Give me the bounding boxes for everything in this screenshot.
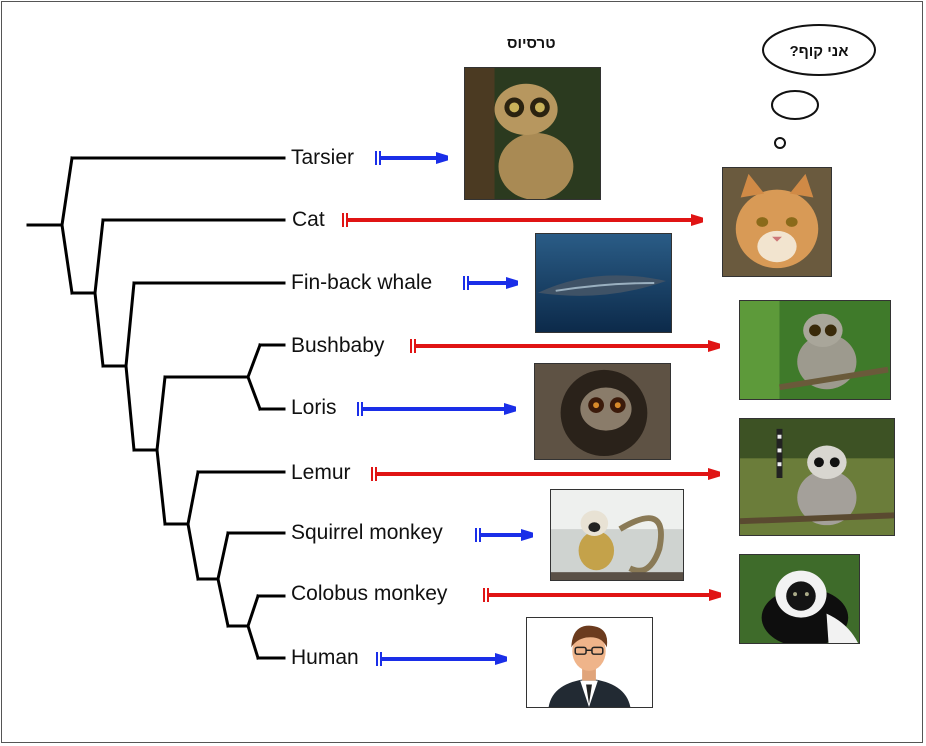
label-loris: Loris bbox=[291, 396, 337, 419]
thought-bubble: אני קוף? bbox=[762, 24, 876, 149]
label-colobus-monkey: Colobus monkey bbox=[291, 582, 448, 605]
bushbaby-photo bbox=[739, 300, 891, 400]
human-avatar bbox=[526, 617, 653, 708]
label-lemur: Lemur bbox=[291, 461, 351, 484]
tarsier-photo bbox=[464, 67, 601, 200]
label-bushbaby: Bushbaby bbox=[291, 334, 385, 357]
lemur-photo bbox=[739, 418, 895, 536]
label-human: Human bbox=[291, 646, 359, 669]
arrows bbox=[342, 151, 719, 666]
whale-arrow bbox=[463, 276, 516, 290]
human-arrow bbox=[376, 652, 505, 666]
label-tarsier: Tarsier bbox=[291, 146, 355, 169]
label-cat: Cat bbox=[292, 208, 325, 231]
lemur-arrow bbox=[371, 467, 718, 481]
tarsier-arrow bbox=[375, 151, 446, 165]
tarsier-hebrew-title: טרסיוס bbox=[507, 35, 556, 52]
loris-arrow bbox=[357, 402, 514, 416]
colobus-arrow bbox=[483, 588, 719, 602]
loris-photo bbox=[534, 363, 671, 460]
label-fin-back-whale: Fin-back whale bbox=[291, 271, 433, 294]
squirrel-monkey-photo bbox=[550, 489, 684, 581]
cat-arrow bbox=[342, 213, 701, 227]
cat-photo bbox=[722, 167, 832, 277]
thought-bubble-text: אני קוף? bbox=[789, 43, 848, 60]
whale-photo bbox=[535, 233, 672, 333]
bushbaby-arrow bbox=[410, 339, 718, 353]
tree-branches bbox=[26, 156, 286, 660]
squirrel-monkey-arrow bbox=[475, 528, 531, 542]
colobus-photo bbox=[739, 554, 860, 644]
label-squirrel-monkey: Squirrel monkey bbox=[291, 521, 443, 544]
